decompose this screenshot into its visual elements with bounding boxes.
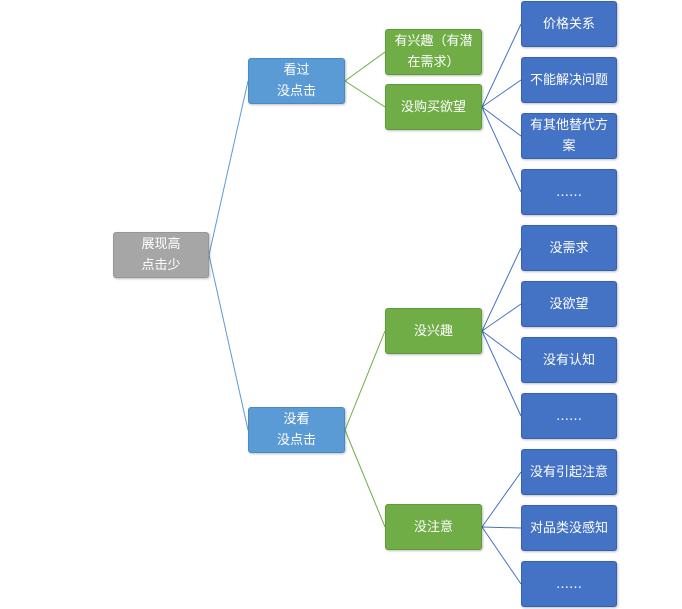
branch-node-not-seen-no-click: 没看 没点击 bbox=[248, 407, 345, 453]
leaf-node: 没有引起注意 bbox=[521, 449, 617, 495]
sub-node-interested: 有兴趣（有潜 在需求） bbox=[385, 29, 482, 75]
leaf-node: 价格关系 bbox=[521, 1, 617, 47]
connector-line bbox=[481, 471, 522, 528]
leaf-node: 不能解决问题 bbox=[521, 57, 617, 103]
connector-line bbox=[481, 526, 522, 585]
leaf-node: …… bbox=[521, 393, 617, 439]
leaf-node: 没需求 bbox=[521, 225, 617, 271]
connector-line bbox=[344, 80, 386, 108]
connector-line bbox=[344, 429, 386, 528]
connector-line bbox=[208, 80, 249, 256]
leaf-node: 没欲望 bbox=[521, 281, 617, 327]
connector-line bbox=[481, 247, 522, 332]
connector-line bbox=[208, 254, 249, 431]
connector-line bbox=[481, 303, 522, 332]
connector-line bbox=[481, 23, 522, 108]
leaf-node: 对品类没感知 bbox=[521, 505, 617, 551]
connector-line bbox=[481, 330, 522, 417]
connector-line bbox=[481, 79, 522, 108]
sub-node-not-noticed: 没注意 bbox=[385, 504, 482, 550]
connector-line bbox=[481, 106, 522, 193]
leaf-node: 有其他替代方 案 bbox=[521, 113, 617, 159]
leaf-node: …… bbox=[521, 561, 617, 607]
leaf-node: …… bbox=[521, 169, 617, 215]
sub-node-not-interested: 没兴趣 bbox=[385, 308, 482, 354]
root-node: 展现高 点击少 bbox=[113, 232, 209, 278]
sub-node-no-purchase-desire: 没购买欲望 bbox=[385, 84, 482, 130]
connector-line bbox=[481, 106, 522, 137]
branch-node-seen-no-click: 看过 没点击 bbox=[248, 58, 345, 104]
connector-line bbox=[344, 330, 386, 431]
connector-line bbox=[344, 51, 386, 82]
leaf-node: 没有认知 bbox=[521, 337, 617, 383]
connector-line bbox=[481, 526, 522, 529]
connector-line bbox=[481, 330, 522, 361]
